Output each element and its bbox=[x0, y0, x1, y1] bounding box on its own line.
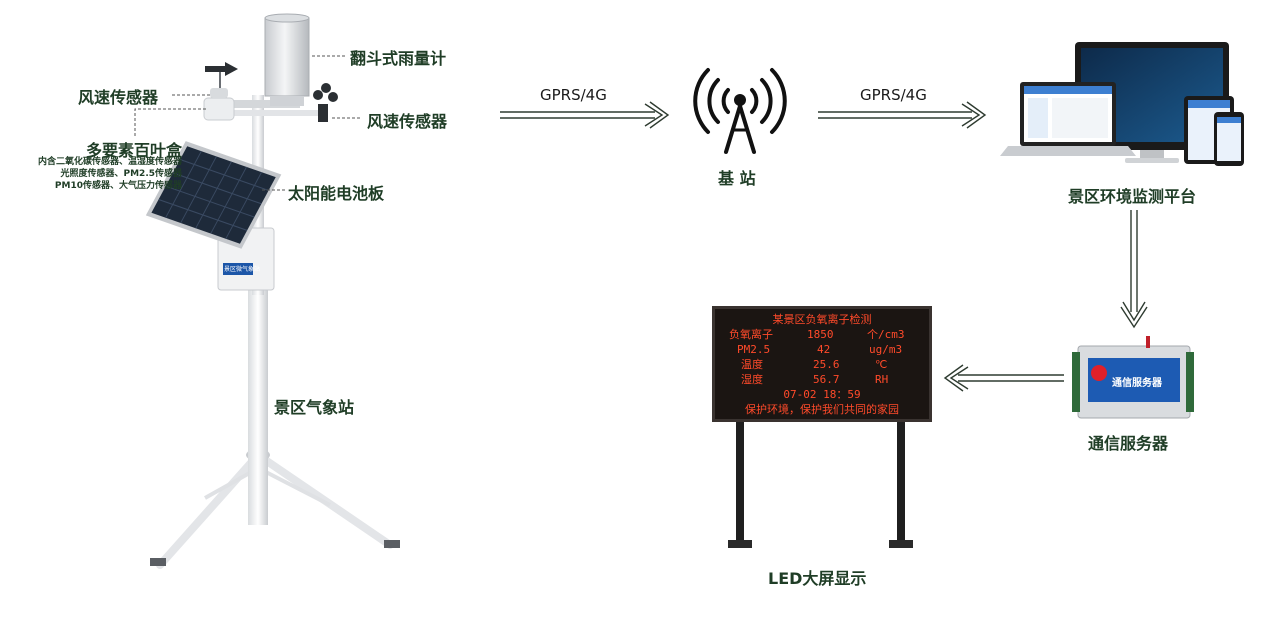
led-screen: 某景区负氧离子检测 负氧离子 1850 个/cm3 PM2.5 42 ug/m3… bbox=[712, 306, 932, 422]
arrow-platform-to-server bbox=[1120, 210, 1148, 329]
arrow-base-to-platform bbox=[818, 101, 987, 129]
wind-sensor-right-label: 风速传感器 bbox=[367, 112, 448, 131]
wind-sensor-left-label: 风速传感器 bbox=[78, 88, 159, 107]
shutter-box-detail-line: 内含二氧化碳传感器、温湿度传感器 bbox=[37, 157, 182, 167]
arrow-server-to-led bbox=[943, 364, 1064, 392]
led-row-unit: ug/m3 bbox=[869, 343, 903, 356]
led-slogan: 保护环境，保护我们共同的家园 bbox=[745, 403, 899, 416]
shutter-box-details: 内含二氧化碳传感器、温湿度传感器 光照度传感器、PM2.5传感器 PM10传感器… bbox=[16, 156, 182, 192]
led-row-unit: ℃ bbox=[875, 358, 888, 371]
led-row-name: 负氧离子 bbox=[729, 328, 773, 341]
led-row-unit: RH bbox=[875, 373, 889, 386]
shutter-box-detail-line: 光照度传感器、PM2.5传感器 bbox=[60, 169, 183, 179]
led-row-name: 湿度 bbox=[741, 373, 763, 386]
base-station-tower-icon bbox=[693, 68, 787, 154]
led-billboard-stand bbox=[728, 420, 913, 548]
arrow-station-to-base bbox=[500, 101, 670, 129]
server-device-text: 通信服务器 bbox=[1112, 378, 1162, 389]
led-display-label: LED大屏显示 bbox=[768, 569, 867, 588]
led-title: 某景区负氧离子检测 bbox=[772, 313, 872, 326]
led-row-value: 25.6 bbox=[813, 358, 840, 371]
shutter-box-detail-line: PM10传感器、大气压力传感器 bbox=[54, 181, 182, 191]
solar-panel-label: 太阳能电池板 bbox=[288, 184, 385, 203]
platform-label: 景区环境监测平台 bbox=[1068, 187, 1197, 206]
led-row-name: PM2.5 bbox=[737, 343, 771, 356]
led-row-value: 42 bbox=[817, 343, 831, 356]
weather-station-illustration bbox=[134, 13, 400, 569]
rain-gauge-label: 翻斗式雨量计 bbox=[350, 49, 447, 68]
weather-station-label: 景区气象站 bbox=[274, 398, 355, 417]
led-row-unit: 个/cm3 bbox=[867, 328, 905, 341]
comm-server-illustration bbox=[1072, 336, 1194, 419]
led-row-name: 温度 bbox=[741, 358, 763, 371]
arrow-label-station-to-base: GPRS/4G bbox=[540, 86, 607, 104]
comm-server-label: 通信服务器 bbox=[1088, 434, 1169, 453]
led-row-value: 56.7 bbox=[813, 373, 840, 386]
arrow-label-base-to-platform: GPRS/4G bbox=[860, 86, 927, 104]
monitoring-devices-illustration bbox=[1000, 42, 1244, 166]
led-datetime: 07-02 18：59 bbox=[783, 388, 861, 401]
base-station-label: 基 站 bbox=[718, 169, 756, 188]
enclosure-text: 景区微气象站 bbox=[224, 266, 261, 273]
led-row-value: 1850 bbox=[807, 328, 834, 341]
shutter-box-label: 多要素百叶盒 bbox=[86, 141, 183, 160]
